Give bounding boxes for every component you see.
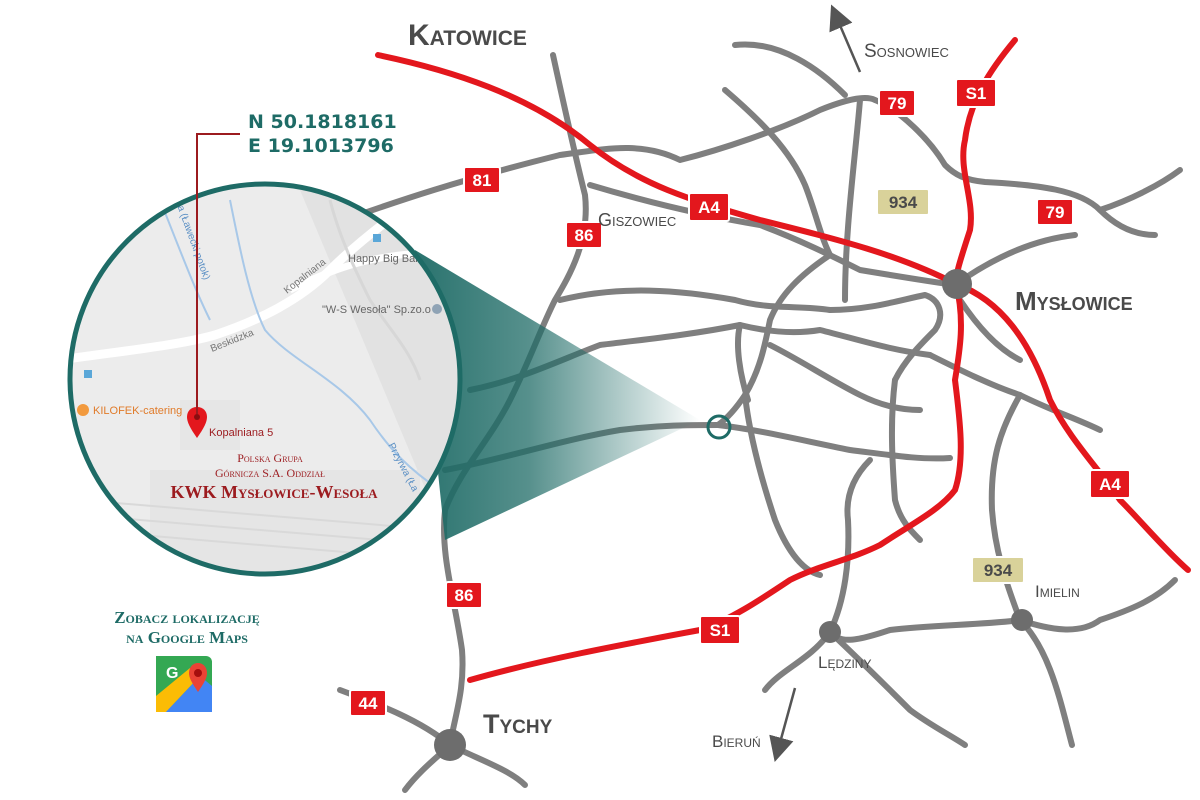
zoom-cone bbox=[415, 250, 700, 540]
road-badge-s1-north: S1 bbox=[955, 78, 997, 108]
svg-text:A4: A4 bbox=[1099, 475, 1121, 494]
svg-text:934: 934 bbox=[984, 561, 1013, 580]
road-badge-a4-west: A4 bbox=[688, 192, 730, 222]
road-badge-86-north: 86 bbox=[565, 221, 603, 249]
bierun-arrow-icon bbox=[769, 687, 797, 763]
location-marker-icon[interactable] bbox=[706, 414, 732, 440]
inset-transit-icon bbox=[373, 234, 381, 242]
road-badge-86-south: 86 bbox=[445, 581, 483, 609]
google-maps-link-text[interactable]: Zobacz lokalizację na Google Maps bbox=[114, 608, 260, 647]
svg-text:79: 79 bbox=[1046, 203, 1065, 222]
inset-map: Beskidzka Kopalniana wa (Ławecki potok) … bbox=[67, 181, 463, 577]
label-sosnowiec: Sosnowiec bbox=[864, 41, 949, 62]
label-imielin: Imielin bbox=[1035, 582, 1080, 601]
inset-company-line1: Polska Grupa bbox=[237, 451, 303, 465]
label-ledziny: Lędziny bbox=[818, 653, 871, 672]
inset-poi-ws-icon bbox=[432, 304, 442, 314]
road-badge-934-north: 934 bbox=[876, 188, 930, 216]
label-tychy: Tychy bbox=[483, 709, 553, 739]
label-katowice: Katowice bbox=[408, 19, 527, 52]
inset-company-name: KWK Mysłowice-Wesoła bbox=[170, 482, 378, 502]
svg-text:934: 934 bbox=[889, 193, 918, 212]
coordinates-block: N 50.1818161 E 19.1013796 bbox=[248, 110, 397, 158]
svg-text:G: G bbox=[166, 665, 178, 682]
label-giszowiec: Giszowiec bbox=[598, 210, 676, 230]
road-badge-s1-south: S1 bbox=[699, 615, 741, 645]
longitude: E 19.1013796 bbox=[248, 135, 394, 157]
svg-text:A4: A4 bbox=[698, 198, 720, 217]
road-badge-81: 81 bbox=[463, 166, 501, 194]
inset-kilofek-icon bbox=[77, 404, 89, 416]
ledziny-dot bbox=[819, 621, 841, 643]
inset-poi-ws: "W-S Wesoła" Sp.zo.o bbox=[322, 304, 431, 316]
road-badge-934-south: 934 bbox=[971, 556, 1025, 584]
inset-company-line2: Górnicza S.A. Oddział bbox=[215, 466, 325, 480]
svg-text:44: 44 bbox=[359, 694, 378, 713]
coordinate-leader-line bbox=[196, 133, 240, 414]
inset-poi-kilofek: KILOFEK-catering bbox=[93, 405, 182, 417]
inset-transit-icon-west bbox=[84, 370, 92, 378]
google-maps-icon[interactable]: G bbox=[156, 656, 212, 712]
imielin-dot bbox=[1011, 609, 1033, 631]
inset-poi-happy: Happy Big Band bbox=[348, 253, 428, 265]
svg-text:S1: S1 bbox=[710, 621, 731, 640]
tychy-dot bbox=[434, 729, 466, 761]
label-bierun: Bieruń bbox=[712, 732, 761, 751]
label-myslowice: Mysłowice bbox=[1015, 286, 1133, 316]
map-pin-icon[interactable] bbox=[187, 407, 207, 438]
svg-text:S1: S1 bbox=[966, 84, 987, 103]
svg-text:86: 86 bbox=[575, 226, 594, 245]
road-badge-44: 44 bbox=[349, 689, 387, 717]
road-badge-79-east: 79 bbox=[1036, 198, 1074, 226]
myslowice-dot bbox=[942, 269, 972, 299]
inset-pin-label: Kopalniana 5 bbox=[209, 427, 273, 439]
svg-text:86: 86 bbox=[455, 586, 474, 605]
road-badge-79-north: 79 bbox=[878, 89, 916, 117]
sosnowiec-arrow-icon bbox=[829, 4, 862, 73]
latitude: N 50.1818161 bbox=[248, 111, 397, 133]
svg-text:79: 79 bbox=[888, 94, 907, 113]
road-badge-a4-east: A4 bbox=[1089, 469, 1131, 499]
svg-text:81: 81 bbox=[473, 171, 492, 190]
